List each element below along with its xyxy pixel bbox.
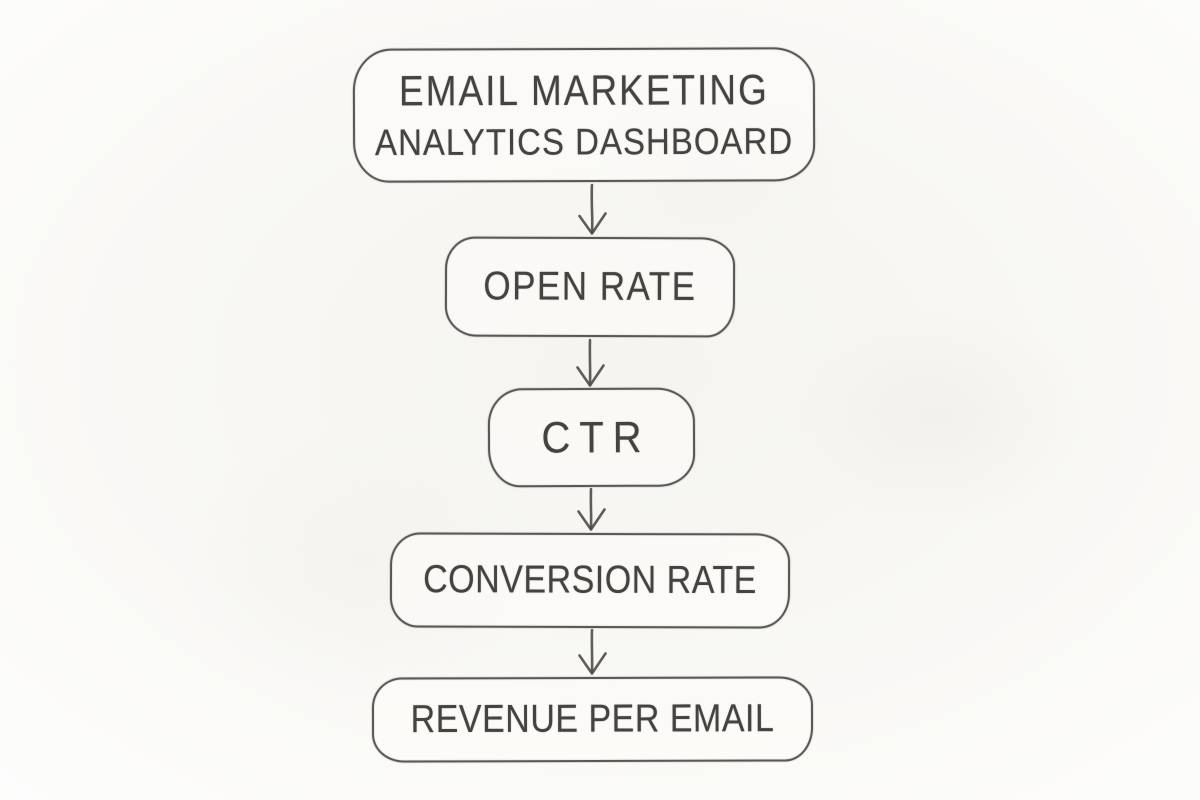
node-ctr: CTR <box>487 387 696 488</box>
node-dashboard: EMAIL MARKETING ANALYTICS DASHBOARD <box>352 47 816 183</box>
arrow-dashboard-to-open-rate <box>578 183 607 235</box>
node-conversion-rate-label: CONVERSION RATE <box>423 557 757 603</box>
node-revenue-per-email-label: REVENUE PER EMAIL <box>410 696 775 742</box>
node-ctr-label: CTR <box>541 413 651 462</box>
node-revenue-per-email: REVENUE PER EMAIL <box>371 676 814 763</box>
node-open-rate: OPEN RATE <box>444 236 736 338</box>
node-open-rate-label: OPEN RATE <box>483 263 697 310</box>
arrow-ctr-to-conversion-rate <box>577 487 606 531</box>
arrow-conversion-rate-to-revenue <box>578 628 607 675</box>
node-dashboard-label-line2: ANALYTICS DASHBOARD <box>374 119 794 163</box>
arrow-open-rate-to-ctr <box>576 338 605 387</box>
node-dashboard-label-line1: EMAIL MARKETING <box>398 66 769 115</box>
node-conversion-rate: CONVERSION RATE <box>389 532 791 629</box>
